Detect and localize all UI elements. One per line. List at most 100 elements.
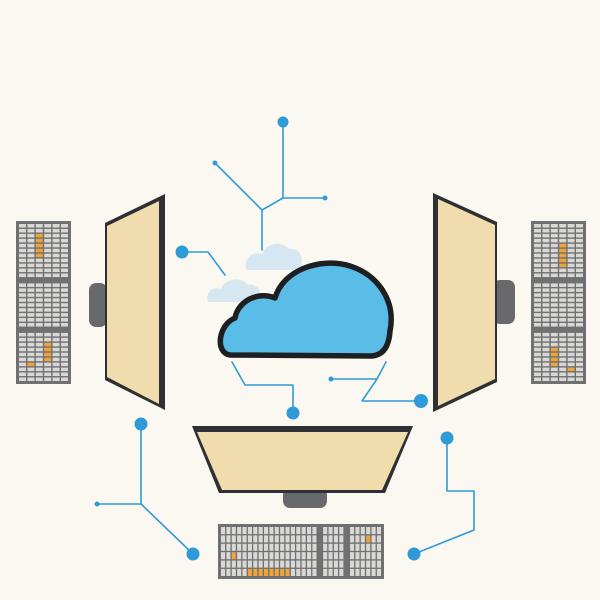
keyboard-key [35,273,43,278]
keyboard-key [333,560,338,568]
keyboard-key [44,308,52,312]
keyboard-key [61,352,68,357]
keyboard-key [226,527,231,535]
keyboard-key [559,288,567,292]
keyboard-key [27,288,35,292]
keyboard-key [350,552,355,560]
keyboard-key [44,263,52,268]
keyboard-key [576,238,583,243]
keyboard-key [534,224,541,228]
monitor-stand [493,280,515,324]
keyboard-key [35,248,43,253]
keyboard-body [531,221,586,384]
keyboard-key [44,342,52,347]
keyboard-key [339,560,344,568]
keyboard-key [559,224,567,228]
keyboard-key [550,258,558,263]
keyboard-key [534,263,541,268]
keyboard-key [567,293,575,297]
keyboard-key [27,248,35,253]
keyboard-key [247,535,252,543]
keyboard-key [360,527,365,535]
keyboard-key [44,318,52,322]
keyboard-key [296,535,301,543]
keyboard-key [576,273,583,278]
keyboard-key [576,313,583,317]
keyboard-key [221,535,226,543]
keyboard-key [559,243,567,248]
keyboard-key [550,293,558,297]
keyboard-key [52,268,60,273]
keyboard-key [567,298,575,302]
keyboard-key [226,543,231,551]
keyboard-key [290,535,295,543]
keyboard-key [44,347,52,352]
keyboard-key [550,263,558,268]
keyboard-key [576,268,583,273]
keyboard-key [27,238,35,243]
keyboard-key [567,362,575,367]
keyboard-key [27,367,35,372]
keyboard-key [559,238,567,243]
keyboard-key [269,535,274,543]
keyboard-key [567,283,575,287]
keyboard-key [559,268,567,273]
keyboard-key [19,233,26,238]
keyboard-key [567,313,575,317]
keyboard-key [534,283,541,287]
keyboard-key [280,568,285,576]
keyboard-key [542,283,550,287]
keyboard-key [242,535,247,543]
keyboard-key [35,342,43,347]
keyboard-key [61,263,68,268]
keyboard-key [44,367,52,372]
keyboard-key [550,233,558,238]
keyboard-key [333,568,338,576]
keyboard-key [290,543,295,551]
keyboard-key [312,527,317,535]
keyboard-key [542,337,550,342]
keyboard-key [559,273,567,278]
keyboard-key [542,253,550,258]
keyboard-key [328,552,333,560]
keyboard-key [376,552,381,560]
keyboard-key [19,243,26,248]
keyboard-key [534,372,541,377]
keyboard-key [550,337,558,342]
keyboard-key [285,568,290,576]
keyboard-key [258,527,263,535]
keyboard-key [323,543,328,551]
monitor-screen [438,199,495,406]
keyboard-icon [531,221,586,384]
network-node-icon [277,116,289,128]
keyboard-key [559,323,567,327]
keyboard-key [44,313,52,317]
keyboard-key [550,347,558,352]
keyboard-key [52,357,60,362]
keyboard-key [301,552,306,560]
keyboard-key [52,362,60,367]
keyboard-key [61,308,68,312]
keyboard-key [534,377,541,381]
keyboard-key [559,283,567,287]
keyboard-key [35,228,43,233]
keyboard-key [576,337,583,342]
keyboard-key [534,293,541,297]
keyboard-key [333,543,338,551]
keyboard-key [576,332,583,337]
keyboard-key [312,535,317,543]
keyboard-key [371,568,376,576]
keyboard-key [52,377,60,381]
keyboard-key [550,228,558,233]
keyboard-key [52,337,60,342]
keyboard-key [61,243,68,248]
keyboard-key [559,233,567,238]
keyboard-key [19,248,26,253]
keyboard-key [350,568,355,576]
keyboard-key [19,313,26,317]
keyboard-key [19,367,26,372]
keyboard-key [301,527,306,535]
keyboard-key [542,362,550,367]
keyboard-key [376,527,381,535]
keyboard-key [274,568,279,576]
